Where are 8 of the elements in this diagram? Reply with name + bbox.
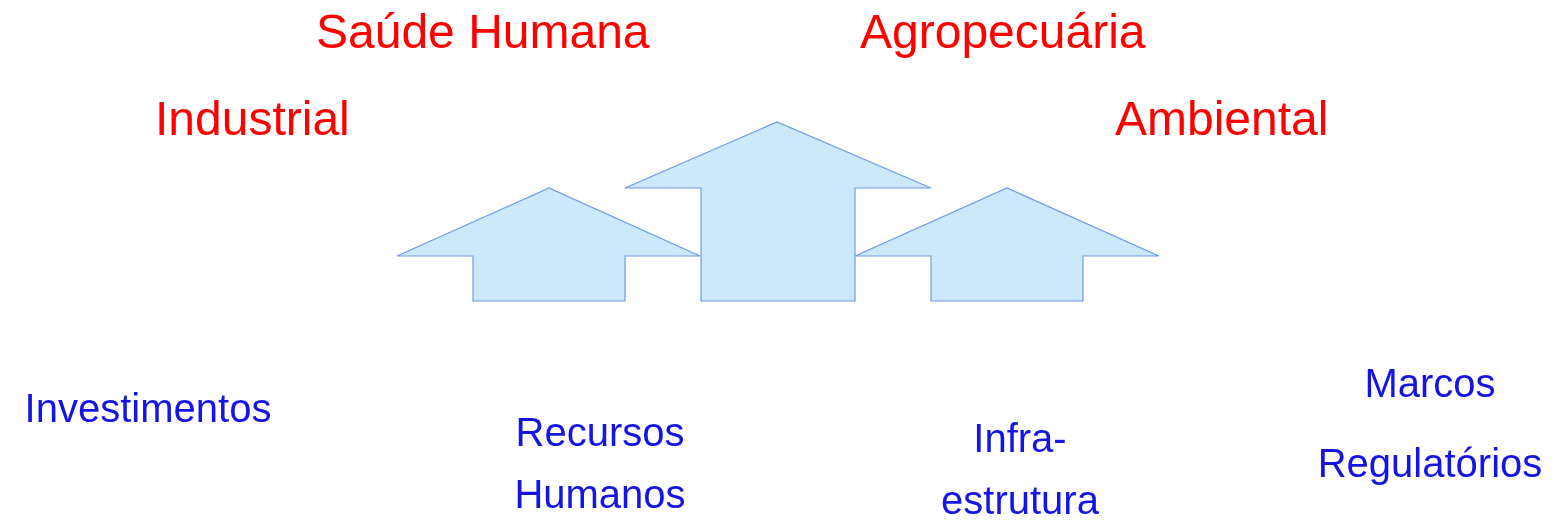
factor-label: Recursos Humanos: [513, 409, 687, 518]
sector-label: Agropecuária: [860, 4, 1146, 60]
sector-label: Saúde Humana: [316, 4, 650, 60]
sector-label: Industrial: [155, 91, 350, 147]
factor-label: Infra- estrutura: [940, 415, 1100, 524]
factor-label: Investimentos: [23, 385, 273, 432]
factor-label: Marcos Regulatórios: [1316, 360, 1544, 487]
sector-label: Ambiental: [1115, 91, 1329, 147]
